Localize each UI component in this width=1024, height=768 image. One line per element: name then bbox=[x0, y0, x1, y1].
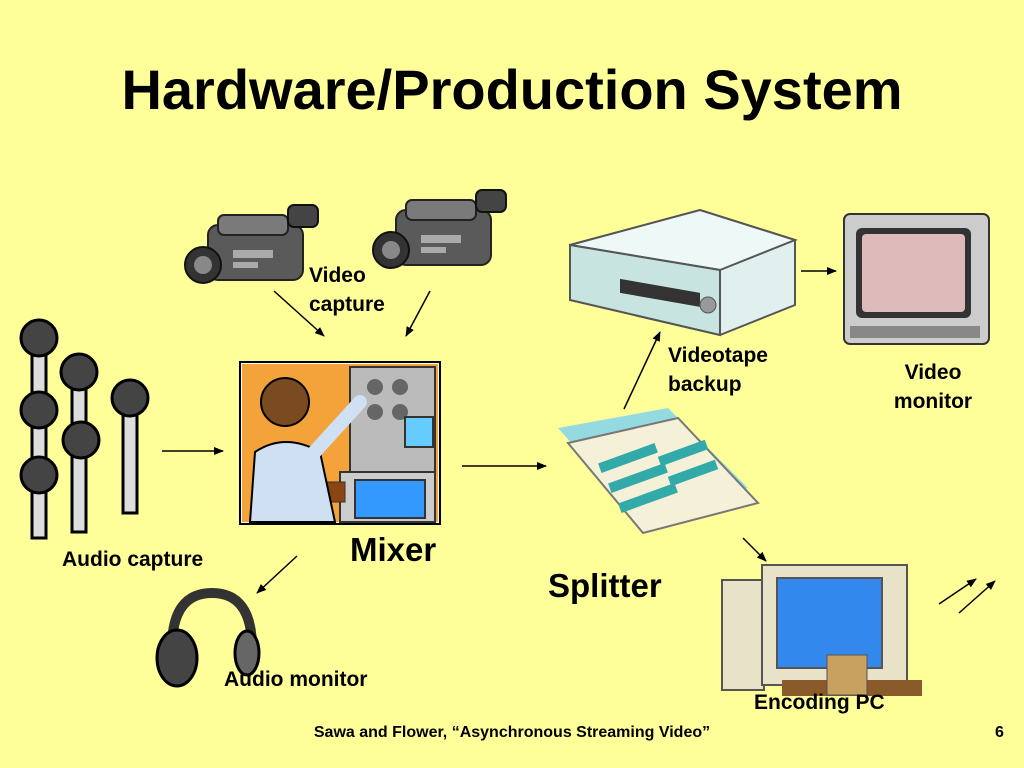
mixer-operator-icon bbox=[239, 361, 441, 525]
flow-arrows bbox=[162, 267, 996, 614]
label-videotape-backup-line1: Videotape bbox=[668, 344, 768, 367]
footer-citation: Sawa and Flower, “Asynchronous Streaming… bbox=[313, 724, 711, 741]
vcr-icon bbox=[569, 208, 798, 337]
label-audio-capture: Audio capture bbox=[62, 548, 204, 571]
label-encoding-pc: Encoding PC bbox=[754, 691, 885, 714]
camcorder-icon bbox=[372, 189, 507, 269]
microphone-icon bbox=[19, 318, 150, 540]
label-video-capture-line2: capture bbox=[309, 293, 385, 316]
computer-icon bbox=[721, 564, 922, 696]
page-number: 6 bbox=[995, 724, 1004, 741]
label-video-capture-line1: Video bbox=[309, 264, 366, 287]
label-mixer: Mixer bbox=[350, 531, 437, 568]
label-video-monitor-line2: monitor bbox=[893, 390, 973, 413]
label-video-monitor: Video monitor bbox=[878, 358, 988, 416]
camcorder-icon bbox=[184, 204, 319, 284]
label-videotape-backup-line2: backup bbox=[668, 373, 742, 396]
label-splitter: Splitter bbox=[548, 567, 662, 604]
label-video-capture: Video capture bbox=[309, 261, 385, 319]
label-audio-monitor: Audio monitor bbox=[224, 668, 368, 691]
tv-monitor-icon bbox=[843, 213, 990, 345]
label-video-monitor-line1: Video bbox=[904, 361, 962, 384]
splitter-icon bbox=[558, 408, 760, 535]
headphones-icon bbox=[155, 587, 261, 688]
label-videotape-backup: Videotape backup bbox=[668, 341, 768, 399]
slide-title: Hardware/Production System bbox=[121, 58, 903, 121]
